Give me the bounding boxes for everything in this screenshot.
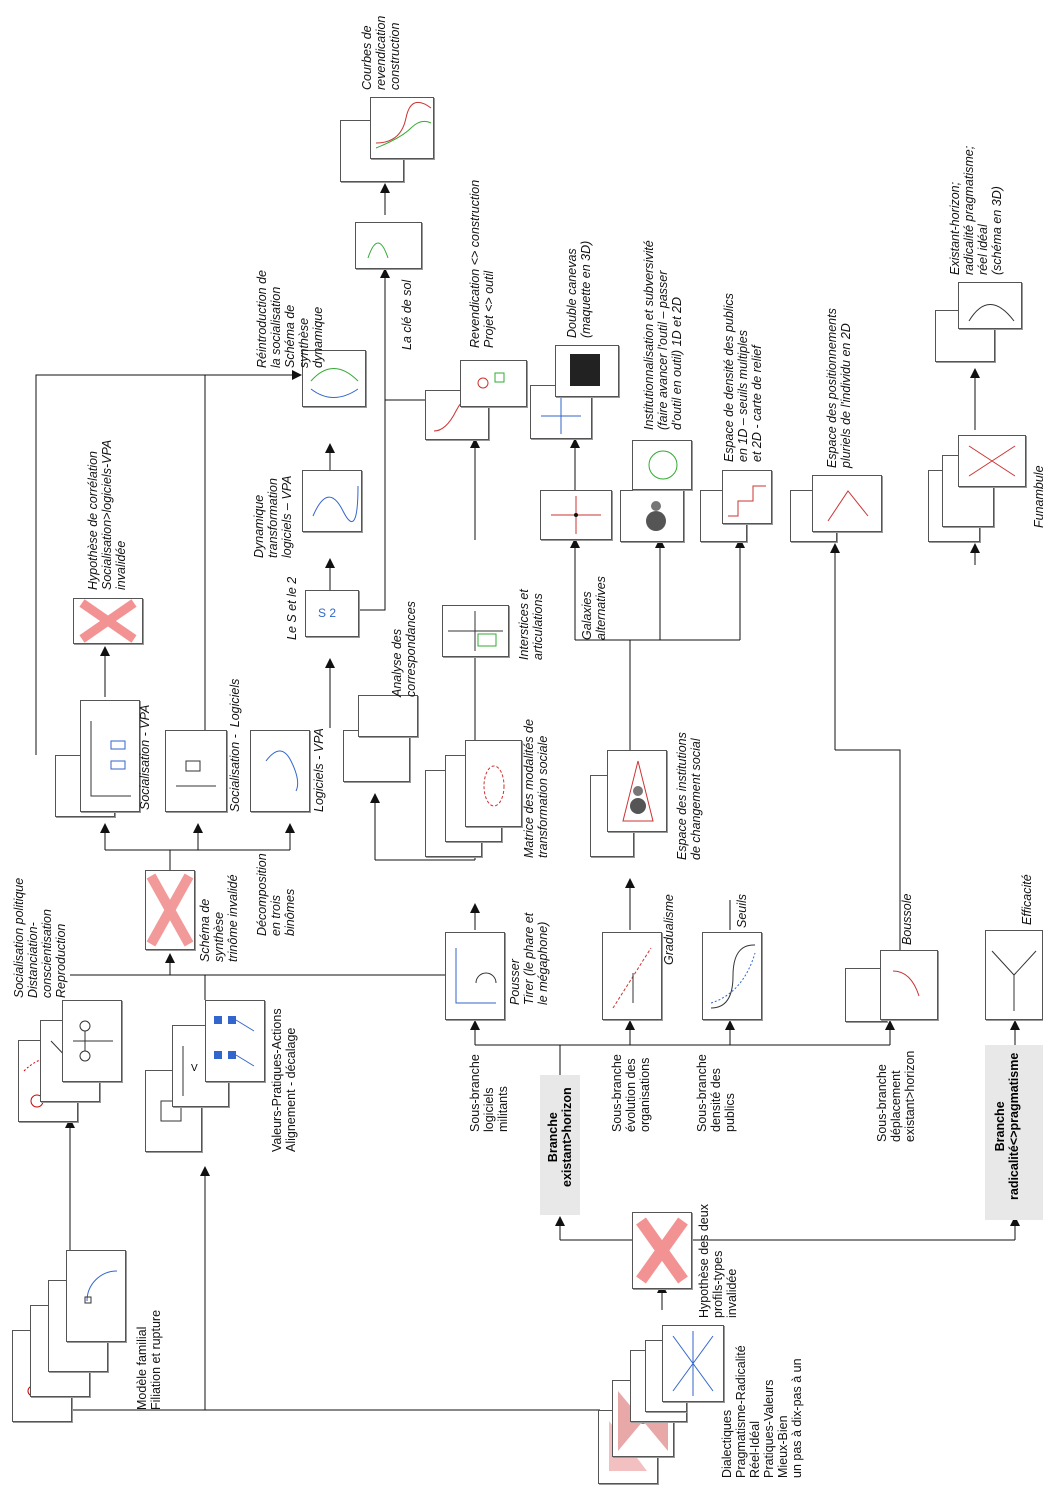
label-galaxies: Galaxies alternatives xyxy=(580,576,608,640)
label-institutionnalisation: Institutionnalisation et subversivité (f… xyxy=(642,240,684,430)
label-courbes: Courbes de revendication construction xyxy=(360,15,402,90)
thumb-hyp-deux-profils xyxy=(632,1212,692,1289)
thumb-matrice-3 xyxy=(465,740,522,827)
label-dynamique: Dynamique transformation logiciels – VPA xyxy=(252,475,294,558)
label-socialisation-politique: Socialisation politique Distanciation- c… xyxy=(12,877,68,998)
label-revendication: Revendication <> construction Projet <> … xyxy=(468,179,496,348)
thumb-soc-logiciels xyxy=(165,730,227,812)
label-analyse: Analyse des correspondances xyxy=(390,601,418,697)
thumb-le-s-et-2: S 2 xyxy=(305,590,359,637)
thumb-galaxies xyxy=(540,490,612,540)
thumb-seuils xyxy=(702,932,762,1020)
thumb-analyse-1 xyxy=(343,730,410,782)
label-sous-branche-logiciels: Sous-branche logiciels militants xyxy=(468,1054,510,1132)
label-sous-branche-deplacement: Sous-branche déplacement existant>horizo… xyxy=(875,1050,917,1142)
label-pousser-tirer: Pousser Tirer (le phare et le mégaphone) xyxy=(508,912,550,1005)
thumb-analyse-2 xyxy=(358,695,418,737)
thumb-dialectiques-5 xyxy=(662,1325,724,1402)
thumb-double-canevas-2 xyxy=(555,345,619,397)
thumb-gradualisme xyxy=(602,932,662,1020)
thumb-hyp-correlation xyxy=(73,598,143,644)
label-espace-positionnements: Espace des positionnements pluriels de l… xyxy=(825,308,853,468)
thumb-funambule-3 xyxy=(958,435,1026,487)
svg-text:S 2: S 2 xyxy=(318,606,336,620)
label-valeurs-pratiques-actions: Valeurs-Pratiques-Actions Alignement - d… xyxy=(270,1008,298,1152)
label-espace-densite: Espace de densité des publics en 1D – se… xyxy=(722,293,764,462)
label-logiciels-vpa: Logiciels - VPA xyxy=(312,728,326,812)
thumb-boussole-2 xyxy=(880,950,938,1020)
branch-existant-horizon-label: Branche existant>horizon xyxy=(546,1087,574,1187)
label-seuils: Seuils xyxy=(735,893,749,928)
thumb-institution-2 xyxy=(632,440,692,490)
label-socialisation-vpa: Socialisation - VPA xyxy=(138,704,152,810)
label-gradualisme: Gradualisme xyxy=(662,894,676,965)
label-dialectiques: Dialectiques Pragmatisme-Radicalité Réel… xyxy=(720,1345,804,1478)
label-decomposition: Décomposition en trois binômes xyxy=(255,853,297,936)
label-double-canevas: Double canevas (maquette en 3D) xyxy=(565,240,593,338)
thumb-efficacite xyxy=(985,930,1043,1020)
label-boussole: Boussole xyxy=(900,893,914,945)
label-sous-branche-evolution: Sous-branche évolution des organisations xyxy=(610,1054,652,1132)
thumb-revendication-2 xyxy=(460,360,527,407)
label-hypothese-deux-profils: Hypothèse des deux profils-types invalid… xyxy=(697,1204,739,1318)
thumb-courbes-2 xyxy=(370,97,434,159)
thumb-espace-institutions-2 xyxy=(607,750,667,832)
thumb-densite-2 xyxy=(722,470,772,524)
thumb-institution-1 xyxy=(620,490,684,542)
branch-radicalite-label: Branche radicalité<>pragmatisme xyxy=(993,1052,1021,1200)
label-modele-familial: Modèle familial Filiation et rupture xyxy=(135,1309,163,1410)
label-hypothese-correlation: Hypothèse de corrélation Socialisation>l… xyxy=(86,439,128,590)
label-socialisation-logiciels: Socialisation - Logiciels xyxy=(228,678,242,812)
label-funambule: Funambule xyxy=(1032,465,1043,528)
thumb-socpol-3 xyxy=(62,1000,122,1082)
thumb-dynamique xyxy=(302,470,362,532)
thumb-pousser-tirer xyxy=(445,932,505,1020)
branch-radicalite: Branche radicalité<>pragmatisme xyxy=(985,1045,1043,1220)
label-cle-de-sol: La clé de sol xyxy=(400,279,414,350)
label-efficacite: Efficacité xyxy=(1020,874,1034,925)
label-matrice: Matrice des modalités de transformation … xyxy=(522,719,550,858)
label-reintroduction: Réintroduction de la socialisation Schém… xyxy=(255,270,325,368)
branch-existant-horizon: Branche existant>horizon xyxy=(540,1075,580,1215)
label-sous-branche-densite: Sous-branche densité des publics xyxy=(695,1054,737,1132)
label-le-s-et-2: Le S et le 2 xyxy=(285,576,299,640)
thumb-logiciels-vpa xyxy=(250,730,310,812)
thumb-modele-4 xyxy=(66,1250,126,1342)
label-interstices: Interstices et articulations xyxy=(517,589,545,660)
label-existant-horizon: Existant-horizon; radicalité pragmatisme… xyxy=(948,145,1004,275)
vpa-v-label: V xyxy=(191,1063,198,1074)
thumb-cle-de-sol xyxy=(355,222,422,269)
thumb-soc-vpa-2 xyxy=(80,700,140,812)
label-espace-institutions: Espace des institutions de changement so… xyxy=(675,732,703,860)
thumb-interstices xyxy=(442,605,509,657)
thumb-vpa-3 xyxy=(205,1000,265,1082)
thumb-reintroduction xyxy=(302,350,366,407)
label-schema-synthese: Schéma de synthèse trinôme invalidé xyxy=(198,874,240,962)
line-reintroduction xyxy=(35,374,300,755)
thumb-schema-synthese xyxy=(145,870,195,950)
thumb-existant-2 xyxy=(958,282,1022,329)
thumb-positionnements-2 xyxy=(812,475,882,532)
